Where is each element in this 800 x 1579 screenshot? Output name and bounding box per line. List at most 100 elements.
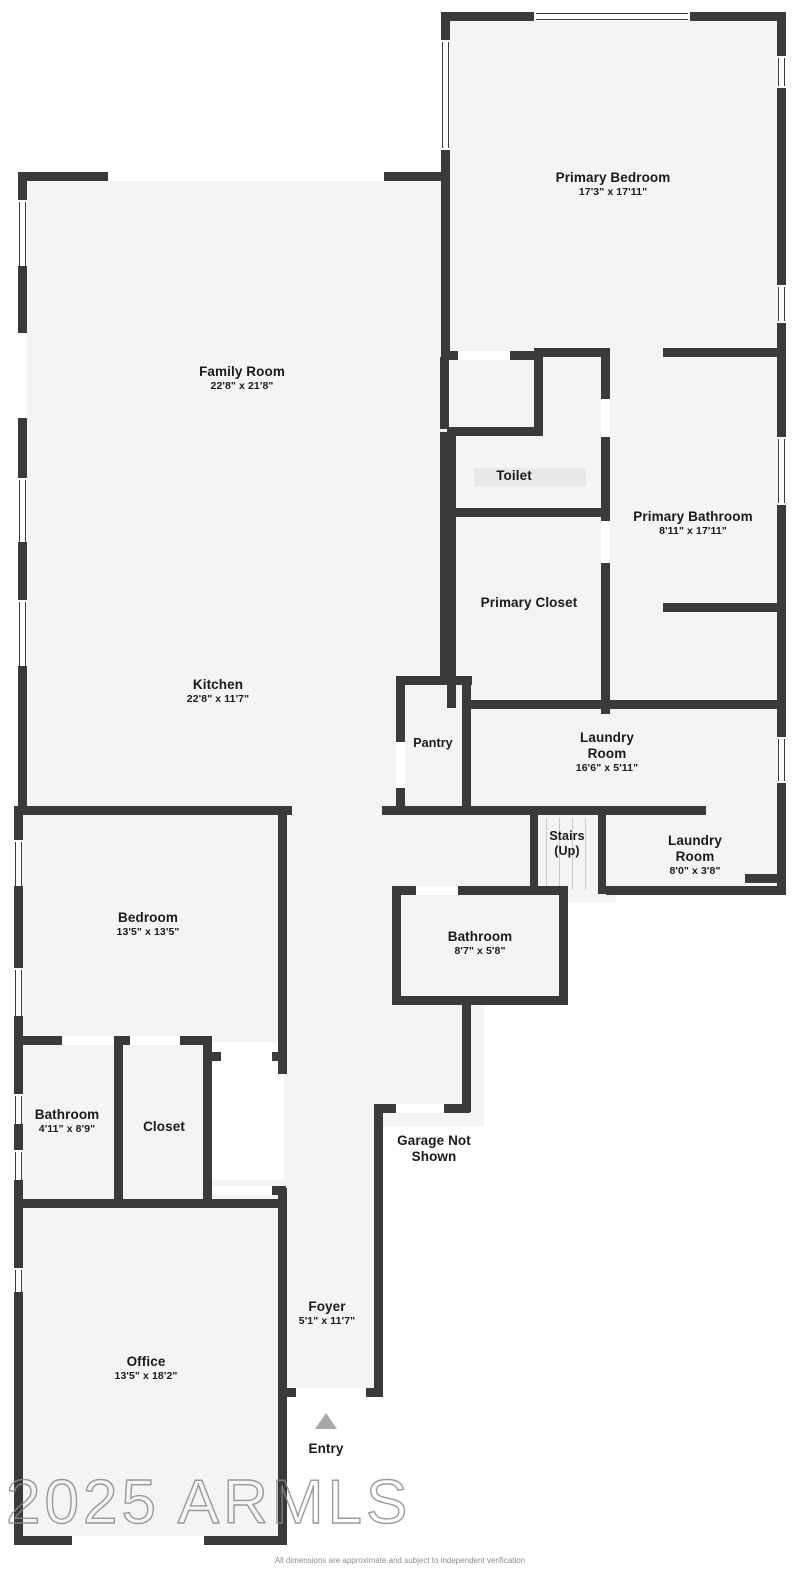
window-right-1: [778, 58, 785, 86]
door-gap-left-patio: [18, 333, 27, 419]
wall-family-room-left-2: [18, 266, 27, 334]
wall-family-room-right: [440, 357, 449, 429]
wall-bathroom2-left-2: [14, 1124, 23, 1152]
wall-bathroom2-left-1: [14, 1044, 23, 1096]
garage-note-line2: Shown: [411, 1148, 457, 1164]
wall-primary-bath-bottom-stub: [663, 603, 783, 612]
room-label-primary-bathroom: Primary Bathroom 8'11" x 17'11": [604, 509, 782, 537]
room-label-toilet: Toilet: [464, 468, 564, 484]
wall-bathroom-hall-bottom: [392, 996, 568, 1005]
window-bedroom-2: [15, 970, 22, 1016]
stairs-line2: (Up): [554, 843, 580, 858]
room-dimensions: 8'11" x 17'11": [659, 524, 727, 537]
room-dimensions: 8'0" x 3'8": [669, 864, 721, 877]
wall-hall-right-vertical: [462, 1000, 471, 1112]
window-bathroom2-1: [15, 1096, 22, 1124]
floor-pantry: [398, 676, 468, 814]
window-left-3: [19, 602, 26, 666]
wall-kitchen-bottom: [14, 806, 292, 815]
window-right-2: [778, 287, 785, 321]
door-gap-primary-bedroom-bottom: [458, 351, 510, 360]
floor-closet: [118, 1038, 210, 1204]
door-gap-family-room-top: [108, 172, 384, 181]
wall-family-room-left-1: [18, 172, 27, 202]
floor-family-room: [18, 172, 448, 808]
room-dimensions: 5'1" x 11'7": [298, 1314, 356, 1327]
door-gap-hall-upper: [212, 1052, 282, 1061]
room-label-primary-bedroom: Primary Bedroom 17'3" x 17'11": [513, 170, 713, 198]
wall-primary-bedroom-left-lower: [441, 148, 450, 360]
wall-pantry-right: [462, 680, 471, 814]
disclaimer-text: All dimensions are approximate and subje…: [274, 1556, 526, 1565]
door-gap-closet: [130, 1036, 180, 1045]
stair-tread: [559, 818, 560, 890]
wall-laundry-top: [462, 700, 607, 709]
wall-office-right: [278, 1199, 287, 1545]
room-label-primary-closet: Primary Closet: [448, 595, 610, 611]
room-dimensions: 22'8" x 21'8": [210, 379, 274, 392]
wall-stairs-left: [530, 812, 538, 894]
wall-pantry-left-lower: [396, 786, 405, 814]
room-name-line2: Room: [675, 848, 715, 864]
wall-closet-right: [203, 1036, 212, 1208]
garage-note: Garage Not Shown: [374, 1133, 494, 1165]
wall-toilet-top-ext: [447, 427, 543, 436]
room-label-bathroom-2: Bathroom 4'11" x 8'9": [16, 1107, 118, 1135]
room-name: Pantry: [413, 736, 453, 750]
room-label-pantry: Pantry: [393, 736, 473, 751]
wall-primary-closet-right: [601, 434, 610, 714]
entry-label: Entry: [286, 1441, 366, 1457]
room-dimensions: 13'5" x 13'5": [116, 925, 180, 938]
window-right-4: [778, 739, 785, 781]
wall-office-top: [14, 1199, 286, 1208]
toilet-fixture: [474, 468, 586, 486]
room-name: Foyer: [308, 1299, 346, 1314]
wall-pantry-bottom: [382, 806, 472, 815]
wall-bedroom-left-2: [14, 886, 23, 970]
room-name: Primary Closet: [480, 595, 578, 610]
wall-bedroom-left-1: [14, 806, 23, 842]
floor-primary-bedroom: [447, 12, 780, 357]
floor-foyer: [284, 1108, 378, 1394]
wall-primary-bath-bottom: [601, 700, 786, 709]
wall-bathroom2-left-3: [14, 1180, 23, 1208]
room-label-laundry-room-2: Laundry Room 8'0" x 3'8": [633, 833, 757, 877]
floor-bathroom-2: [14, 1038, 118, 1204]
room-dimensions: 4'11" x 8'9": [38, 1122, 96, 1135]
wall-office-left-2: [14, 1292, 23, 1540]
wall-stairs-right: [598, 812, 606, 894]
window-gap-office-bottom: [72, 1536, 204, 1545]
room-name: Kitchen: [192, 677, 244, 692]
wall-kitchen-right: [440, 432, 449, 678]
room-label-family-room: Family Room 22'8" x 21'8": [142, 364, 342, 392]
wall-laundry2-left-stub: [745, 874, 785, 883]
wall-primary-closet-left: [447, 508, 456, 708]
floor-laundry-room-1: [462, 700, 780, 816]
wall-primary-bath-top: [663, 348, 783, 357]
wall-toilet-right: [601, 348, 610, 410]
window-primary-bedroom-left: [442, 42, 449, 148]
room-label-closet: Closet: [118, 1119, 210, 1135]
window-left-1: [19, 202, 26, 266]
watermark-armls: 2025 ARMLS: [5, 1467, 412, 1537]
room-label-bathroom-hall: Bathroom 8'7" x 5'8": [380, 929, 580, 957]
wall-pantry-left: [396, 676, 405, 746]
stair-tread: [585, 818, 586, 890]
room-label-kitchen: Kitchen 22'8" x 11'7": [118, 677, 318, 705]
room-label-laundry-room-1: Laundry Room 16'6" x 5'11": [545, 730, 669, 774]
wall-family-room-left-4: [18, 542, 27, 602]
wall-bathroom-hall-left: [392, 886, 401, 1004]
wall-toilet-bottom: [447, 508, 610, 517]
floor-office: [18, 1180, 286, 1538]
floor-primary-bathroom: [606, 348, 780, 700]
room-name: Bedroom: [118, 910, 178, 925]
window-office: [15, 1270, 22, 1292]
window-primary-bedroom-top: [536, 13, 688, 20]
room-name: Primary Bathroom: [633, 509, 753, 524]
wall-laundry2-bottom: [606, 886, 786, 895]
wall-hall-seg-a: [203, 1052, 221, 1061]
floor-bedroom: [14, 806, 286, 1042]
wall-toilet-left: [447, 427, 456, 517]
stair-tread: [546, 818, 547, 890]
